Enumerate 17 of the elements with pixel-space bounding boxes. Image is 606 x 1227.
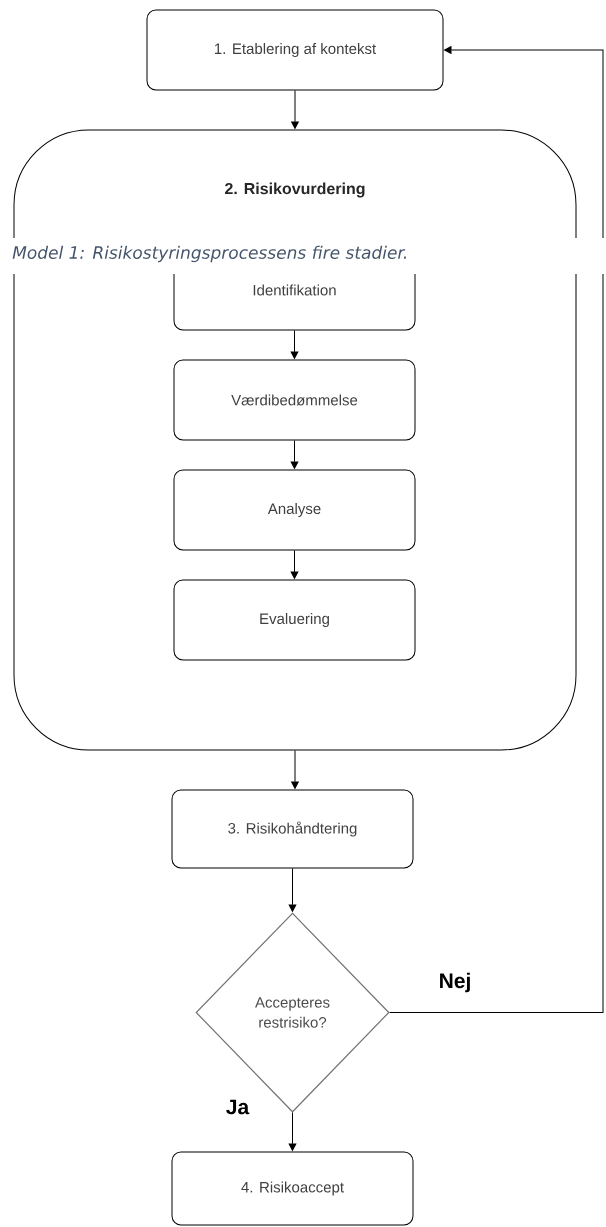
arrow xyxy=(290,550,299,579)
process-box: Analyse xyxy=(173,469,416,551)
arrow xyxy=(290,440,299,469)
process-box: 1. Etablering af kontekst xyxy=(146,9,444,91)
process-box: Evaluering xyxy=(173,579,416,661)
process-box: 4. Risikoaccept xyxy=(171,1151,414,1226)
arrow xyxy=(291,90,299,129)
arrow xyxy=(290,330,299,359)
arrow xyxy=(291,750,299,789)
arrow xyxy=(288,1112,297,1151)
process-box: 3. Risikohåndtering xyxy=(171,789,414,869)
caption: Model 1: Risikostyringsprocessens fire stadier. xyxy=(0,238,606,274)
arrow xyxy=(389,46,604,1013)
process-box: Værdibedømmelse xyxy=(173,359,416,441)
edge-label: Nej xyxy=(437,971,473,994)
arrow xyxy=(288,868,297,912)
edge-label: Ja xyxy=(224,1098,251,1116)
